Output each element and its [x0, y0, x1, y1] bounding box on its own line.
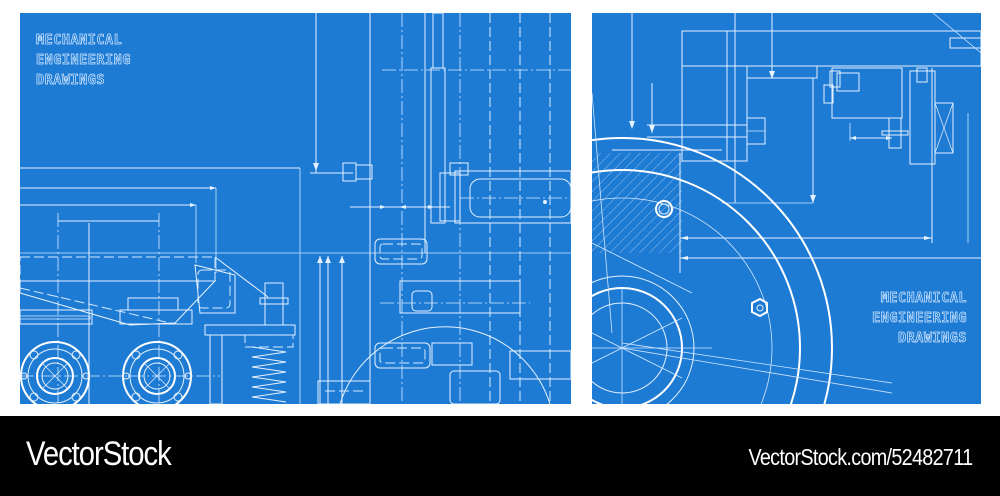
left-title-line-3: DRAWINGS — [36, 72, 106, 89]
left-title-line-1: MECHANICAL — [36, 32, 123, 49]
right-title-block: MECHANICAL ENGINEERING DRAWINGS — [872, 288, 967, 348]
right-title-line-1: MECHANICAL — [880, 290, 967, 307]
machine-drawing-left — [20, 13, 571, 404]
blueprint-panel-left: MECHANICAL ENGINEERING DRAWINGS — [20, 13, 571, 404]
brand-logo-text: VectorStock — [26, 435, 172, 473]
machine-drawing-right — [592, 13, 981, 404]
left-title-block: MECHANICAL ENGINEERING DRAWINGS — [36, 30, 131, 90]
left-title-line-2: ENGINEERING — [36, 52, 131, 69]
blueprint-panel-right: MECHANICAL ENGINEERING DRAWINGS — [592, 13, 981, 404]
right-title-line-3: DRAWINGS — [897, 330, 967, 347]
watermark-footer: VectorStock VectorStock.com/52482711 — [0, 416, 1000, 496]
right-title-line-2: ENGINEERING — [872, 310, 967, 327]
stock-id-link[interactable]: VectorStock.com/52482711 — [748, 444, 973, 470]
